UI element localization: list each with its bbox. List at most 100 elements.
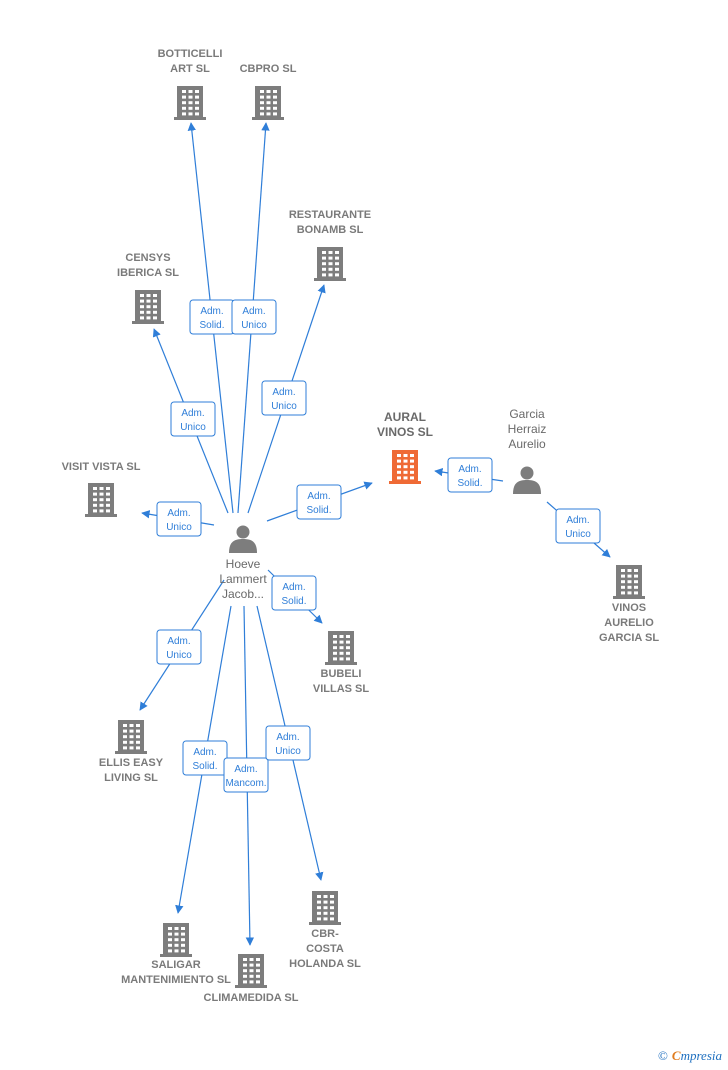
node-ellis[interactable]: ELLIS EASY LIVING SL <box>99 720 164 784</box>
node-visitvista[interactable]: VISIT VISTA SL <box>62 461 141 517</box>
node-label[interactable]: Aurelio <box>508 437 546 451</box>
node-label[interactable]: ELLIS EASY <box>99 757 164 769</box>
node-label[interactable]: VISIT VISTA SL <box>62 461 141 473</box>
node-label[interactable]: ART SL <box>170 63 210 75</box>
node-label[interactable]: AURAL <box>384 410 426 424</box>
nodes-layer: BOTTICELLI ART SL CBPRO SL RESTAURANTE BONAM… <box>62 48 660 1004</box>
edge-label-text: Adm. <box>193 747 216 758</box>
node-saligar[interactable]: SALIGAR MANTENIMIENTO SL <box>121 923 231 986</box>
edge-label-hoeve-botticelli[interactable]: Adm. Solid. <box>189 299 235 335</box>
edge-label-text: Solid. <box>457 478 482 489</box>
edge-label-text: Adm. <box>181 408 204 419</box>
node-label[interactable]: IBERICA SL <box>117 267 179 279</box>
node-label[interactable]: Jacob... <box>222 587 264 601</box>
edge-label-text: Adm. <box>282 582 305 593</box>
node-hoeve[interactable]: HoeveLammertJacob... <box>219 525 267 602</box>
building-icon[interactable] <box>132 290 164 324</box>
edge-label-text: Solid. <box>306 505 331 516</box>
building-icon[interactable] <box>235 954 267 988</box>
edge-label-text: Unico <box>275 746 301 757</box>
building-icon[interactable] <box>309 891 341 925</box>
edge-label-text: Solid. <box>192 761 217 772</box>
edge-label-hoeve-cbrcosta[interactable]: Adm. Unico <box>265 725 311 761</box>
empresia-logo[interactable]: ©Cmpresia <box>658 1048 722 1064</box>
edge-label-hoeve-visitvista[interactable]: Adm. Unico <box>156 501 202 537</box>
edge-label-text: Adm. <box>272 387 295 398</box>
node-label[interactable]: LIVING SL <box>104 772 158 784</box>
edge-label-text: Unico <box>241 320 267 331</box>
building-icon[interactable] <box>85 483 117 517</box>
edge-label-garcia-vinos[interactable]: Adm. Unico <box>555 508 601 544</box>
node-label[interactable]: CENSYS <box>125 252 170 264</box>
edge-label-garcia-aural[interactable]: Adm. Solid. <box>447 457 493 493</box>
node-vinos[interactable]: VINOS AURELIO GARCIA SL <box>599 565 659 644</box>
edge-label-hoeve-ellis[interactable]: Adm.Unico <box>156 629 202 665</box>
edge-label-text: Adm. <box>167 508 190 519</box>
edge-label-text: Adm. <box>458 464 481 475</box>
person-icon[interactable] <box>513 466 541 495</box>
node-label[interactable]: BONAMB SL <box>297 224 364 236</box>
building-icon[interactable] <box>115 720 147 754</box>
building-icon[interactable] <box>325 631 357 665</box>
building-icon[interactable] <box>160 923 192 957</box>
node-bubeli[interactable]: BUBELI VILLAS SL <box>313 631 370 695</box>
brand-name: mpresia <box>680 1048 722 1063</box>
edge-label-hoeve-aural[interactable]: Adm. Solid. <box>296 484 342 520</box>
edge-label-text: Unico <box>565 529 591 540</box>
node-label[interactable]: RESTAURANTE <box>289 209 371 221</box>
edge-label-hoeve-saligar[interactable]: Adm. Solid. <box>182 740 228 776</box>
node-label[interactable]: CLIMAMEDIDA SL <box>204 992 299 1004</box>
edge-label-hoeve-bubeli[interactable]: Adm. Solid. <box>271 575 317 611</box>
node-label[interactable]: Hoeve <box>226 557 261 571</box>
edge-label-text: Adm. <box>234 764 257 775</box>
edge-label-hoeve-climamedida[interactable]: Adm.Mancom. <box>223 757 269 793</box>
node-label[interactable]: MANTENIMIENTO SL <box>121 974 231 986</box>
node-label[interactable]: Herraiz <box>508 422 547 436</box>
node-cbrcosta[interactable]: CBR- COSTA HOLANDA SL <box>289 891 361 970</box>
node-label[interactable]: Garcia <box>509 407 545 421</box>
node-label[interactable]: VINOS <box>612 602 646 614</box>
node-label[interactable]: HOLANDA SL <box>289 958 361 970</box>
node-climamedida[interactable]: CLIMAMEDIDA SL <box>204 954 299 1004</box>
edge-label-hoeve-restaurante[interactable]: Adm. Unico <box>261 380 307 416</box>
copyright-symbol: © <box>658 1048 668 1063</box>
building-icon[interactable] <box>174 86 206 120</box>
person-icon[interactable] <box>229 525 257 554</box>
edge-label-text: Solid. <box>199 320 224 331</box>
edge-label-hoeve-cbpro[interactable]: Adm. Unico <box>231 299 277 335</box>
node-label[interactable]: COSTA <box>306 943 344 955</box>
node-cbpro[interactable]: CBPRO SL <box>240 63 297 120</box>
node-label[interactable]: Lammert <box>219 572 267 586</box>
building-icon[interactable] <box>389 450 421 484</box>
node-censys[interactable]: CENSYS IBERICA SL <box>117 252 179 324</box>
node-restaurante[interactable]: RESTAURANTE BONAMB SL <box>289 209 371 281</box>
node-botticelli[interactable]: BOTTICELLI ART SL <box>158 48 223 120</box>
node-label[interactable]: BOTTICELLI <box>158 48 223 60</box>
edge-label-text: Adm. <box>200 306 223 317</box>
edge-label-hoeve-censys[interactable]: Adm. Unico <box>170 401 216 437</box>
edge-label-text: Adm. <box>566 515 589 526</box>
building-icon[interactable] <box>613 565 645 599</box>
node-label[interactable]: SALIGAR <box>151 959 201 971</box>
edge-label-text: Adm. <box>167 636 190 647</box>
edge-label-text: Unico <box>180 422 206 433</box>
edge-label-text: Unico <box>271 401 297 412</box>
node-label[interactable]: CBR- <box>311 928 339 940</box>
edge-label-text: Adm. <box>276 732 299 743</box>
node-label[interactable]: VILLAS SL <box>313 683 370 695</box>
node-label[interactable]: AURELIO <box>604 617 654 629</box>
building-icon[interactable] <box>314 247 346 281</box>
node-label[interactable]: GARCIA SL <box>599 632 659 644</box>
edges-layer <box>139 122 611 946</box>
building-icon[interactable] <box>252 86 284 120</box>
edge-label-text: Adm. <box>307 491 330 502</box>
node-label[interactable]: VINOS SL <box>377 425 433 439</box>
edge-label-text: Adm. <box>242 306 265 317</box>
edge-label-text: Solid. <box>281 596 306 607</box>
node-label[interactable]: BUBELI <box>321 668 362 680</box>
node-label[interactable]: CBPRO SL <box>240 63 297 75</box>
edge-label-text: Unico <box>166 522 192 533</box>
